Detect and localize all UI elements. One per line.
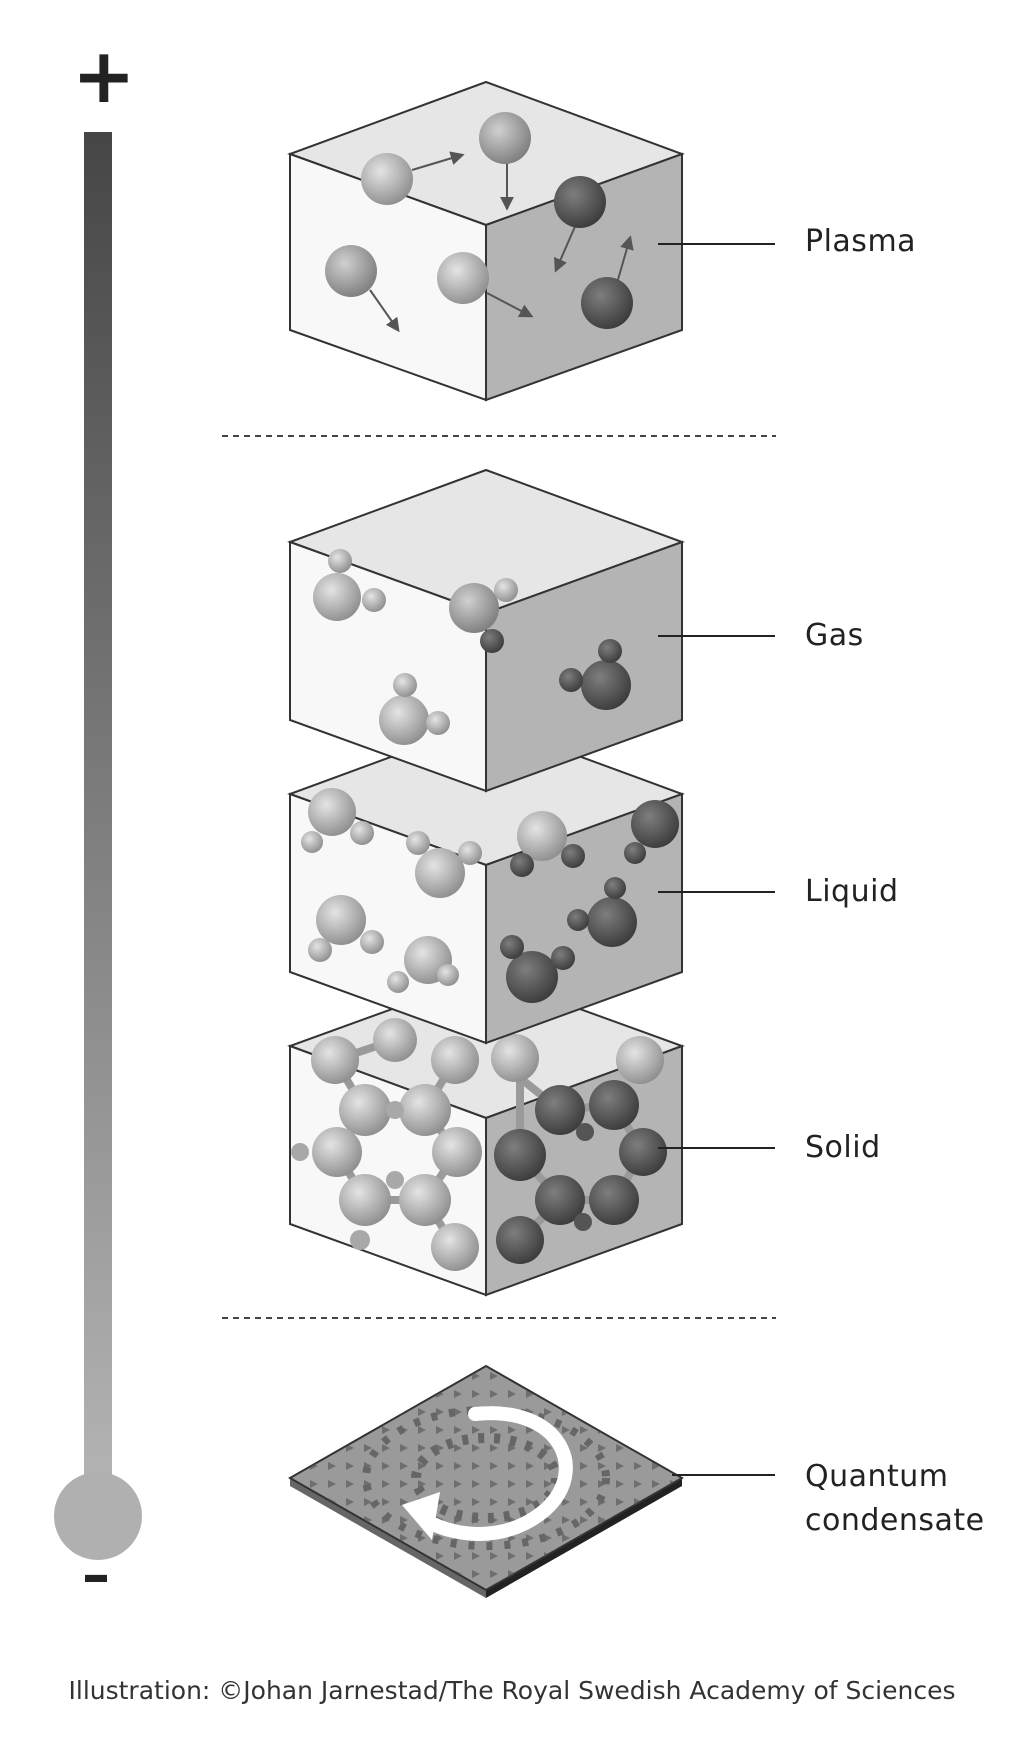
label-plasma: Plasma [805,224,917,259]
label-solid: Solid [805,1130,881,1165]
plasma-cube [287,80,685,402]
liquid-molecules [301,788,679,1003]
label-quantum-line1: Quantum [805,1459,949,1494]
thermometer-tube [84,132,112,1492]
gas-molecules [313,549,631,745]
scale-top-sign: + [72,31,136,120]
rotation-arrowhead-icon [402,1492,440,1540]
liquid-cube [287,720,685,1045]
plasma-particles [325,112,634,333]
label-leaders [658,243,775,1476]
solid-lattice [291,1018,667,1271]
label-gas: Gas [805,618,864,653]
thermometer-bulb [54,1472,142,1560]
illustration-credit: Illustration: ©Johan Jarnestad/The Royal… [68,1676,956,1705]
gas-cube [287,468,685,793]
label-quantum-line2: condensate [805,1503,985,1538]
solid-cube [287,973,685,1297]
quantum-condensate-slab [287,1364,685,1598]
label-quantum-condensate: Quantum condensate [805,1455,985,1543]
scale-bottom-sign: – [82,1543,110,1608]
thermometer [54,132,142,1560]
rotation-arrow-icon [418,1406,573,1541]
label-liquid: Liquid [805,874,899,909]
